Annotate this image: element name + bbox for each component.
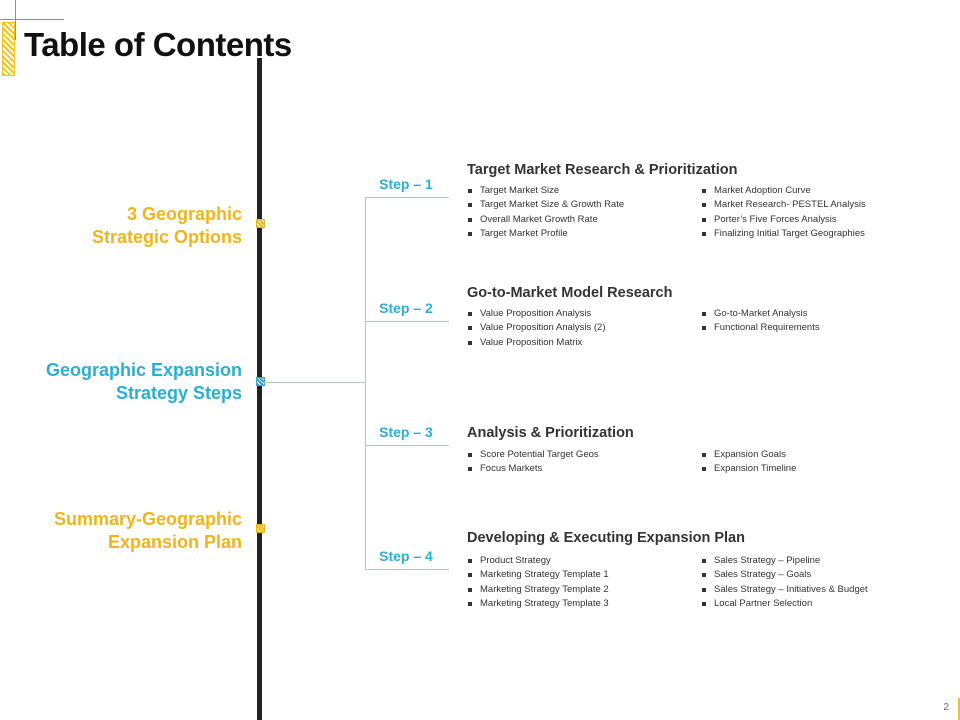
topic-item[interactable]: Functional Requirements: [701, 321, 820, 335]
topic-item[interactable]: Score Potential Target Geos: [467, 448, 599, 462]
section-label-expansion-steps[interactable]: Geographic Expansion Strategy Steps: [46, 359, 242, 405]
page-title: Table of Contents: [24, 26, 292, 63]
section-label-geographic-options[interactable]: 3 Geographic Strategic Options: [92, 203, 242, 249]
topic-item[interactable]: Marketing Strategy Template 3: [467, 597, 609, 611]
topic-item[interactable]: Value Proposition Analysis: [467, 307, 606, 321]
section-label-line: Strategy Steps: [115, 383, 242, 403]
timeline-line: [257, 58, 262, 720]
topic-item[interactable]: Overall Market Growth Rate: [467, 213, 624, 227]
topic-item[interactable]: Sales Strategy – Initiatives & Budget: [701, 583, 868, 597]
step-title[interactable]: Analysis & Prioritization: [467, 425, 634, 441]
topic-item[interactable]: Value Proposition Analysis (2): [467, 321, 606, 335]
topic-item[interactable]: Expansion Goals: [701, 448, 796, 462]
topic-list: Go-to-Market Analysis Functional Require…: [701, 307, 820, 336]
step-title[interactable]: Developing & Executing Expansion Plan: [467, 530, 745, 546]
section-label-line: Expansion Plan: [107, 532, 242, 552]
topic-list: Target Market Size Target Market Size & …: [467, 184, 624, 241]
timeline-marker: [256, 377, 265, 386]
section-label-line: 3 Geographic: [126, 204, 242, 224]
timeline-marker: [256, 524, 265, 533]
timeline-marker: [256, 219, 265, 228]
corner-hatch-decoration: [2, 22, 15, 76]
topic-item[interactable]: Focus Markets: [467, 462, 599, 476]
step-underline: [365, 197, 449, 198]
topic-item[interactable]: Sales Strategy – Pipeline: [701, 554, 868, 568]
topic-item[interactable]: Value Proposition Matrix: [467, 336, 606, 350]
topic-list: Product Strategy Marketing Strategy Temp…: [467, 554, 609, 611]
topic-item[interactable]: Target Market Size & Growth Rate: [467, 198, 624, 212]
topic-item[interactable]: Marketing Strategy Template 2: [467, 583, 609, 597]
topic-list: Value Proposition Analysis Value Proposi…: [467, 307, 606, 350]
connector-line: [262, 382, 366, 383]
section-label-line: Summary-Geographic: [53, 509, 242, 529]
step-label[interactable]: Step – 1: [379, 176, 433, 192]
topic-list: Market Adoption Curve Market Research- P…: [701, 184, 866, 241]
topic-item[interactable]: Target Market Size: [467, 184, 624, 198]
step-title[interactable]: Go-to-Market Model Research: [467, 285, 673, 301]
step-label[interactable]: Step – 4: [379, 548, 433, 564]
page-number: 2: [943, 702, 949, 713]
step-underline: [365, 569, 449, 570]
section-label-line: Geographic Expansion: [45, 360, 242, 380]
topic-list: Sales Strategy – Pipeline Sales Strategy…: [701, 554, 868, 611]
corner-decoration-line: [0, 19, 64, 20]
step-label[interactable]: Step – 2: [379, 300, 433, 316]
topic-item[interactable]: Expansion Timeline: [701, 462, 796, 476]
step-label[interactable]: Step – 3: [379, 424, 433, 440]
corner-decoration-line: [15, 0, 16, 40]
topic-list: Score Potential Target Geos Focus Market…: [467, 448, 599, 477]
section-label-line: Strategic Options: [91, 227, 242, 247]
topic-item[interactable]: Finalizing Initial Target Geographies: [701, 227, 866, 241]
section-label-summary-plan[interactable]: Summary-Geographic Expansion Plan: [54, 508, 242, 554]
topic-list: Expansion Goals Expansion Timeline: [701, 448, 796, 477]
topic-item[interactable]: Target Market Profile: [467, 227, 624, 241]
connector-line: [365, 197, 366, 570]
topic-item[interactable]: Go-to-Market Analysis: [701, 307, 820, 321]
topic-item[interactable]: Market Adoption Curve: [701, 184, 866, 198]
step-title[interactable]: Target Market Research & Prioritization: [467, 162, 738, 178]
topic-item[interactable]: Local Partner Selection: [701, 597, 868, 611]
topic-item[interactable]: Market Research- PESTEL Analysis: [701, 198, 866, 212]
topic-item[interactable]: Product Strategy: [467, 554, 609, 568]
topic-item[interactable]: Sales Strategy – Goals: [701, 568, 868, 582]
step-underline: [365, 321, 449, 322]
topic-item[interactable]: Marketing Strategy Template 1: [467, 568, 609, 582]
topic-item[interactable]: Porter’s Five Forces Analysis: [701, 213, 866, 227]
page-number-accent: [958, 698, 960, 720]
step-underline: [365, 445, 449, 446]
